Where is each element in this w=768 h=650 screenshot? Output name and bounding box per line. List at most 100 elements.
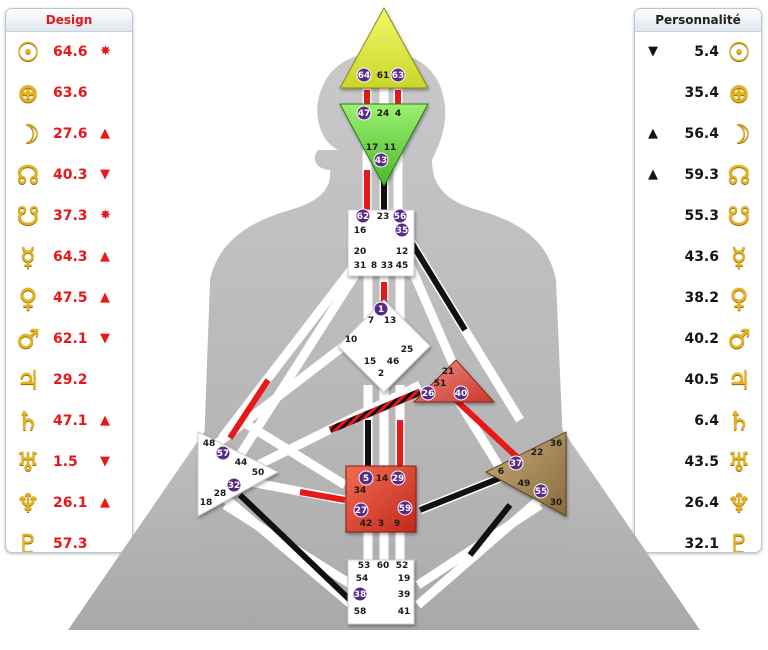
mercury-icon: ☿ [20, 243, 36, 273]
gate-number-4: 4 [395, 109, 401, 119]
gate-number-51: 51 [434, 379, 447, 389]
activation-value: 63.6 [53, 85, 88, 101]
activation-marker: ▲ [100, 413, 110, 428]
gate-number-10: 10 [345, 335, 358, 345]
activation-value: 35.4 [684, 85, 719, 101]
venus-icon: ♀ [729, 284, 749, 314]
gate-number-42: 42 [360, 519, 373, 529]
activation-row: ♇57.3 [6, 528, 132, 552]
activation-value: 55.3 [684, 208, 719, 224]
active-channels [227, 90, 523, 603]
gate-number-53: 53 [358, 561, 371, 571]
activation-value: 40.2 [684, 331, 719, 347]
mars-icon: ♂ [727, 325, 751, 355]
gate-badge [353, 502, 369, 518]
gate-badge [356, 67, 372, 83]
gate-number-11: 11 [384, 143, 397, 153]
activation-row: ☿43.6 [635, 241, 761, 275]
activation-row: ♇ 32.1 [635, 528, 761, 553]
activation-value: 64.6 [53, 44, 88, 60]
activation-value: 26.4 [684, 495, 719, 511]
sun-icon: ☉ [727, 38, 751, 68]
gate-number-17: 17 [366, 143, 379, 153]
gate-number-34: 34 [354, 486, 367, 496]
gate-number-45: 45 [396, 261, 409, 271]
activation-row: ♂ 40.2 [635, 323, 761, 357]
gate-number-43: 43 [375, 156, 388, 166]
activation-row: ♀47.5▲ [6, 282, 132, 316]
gate-number-60: 60 [377, 561, 390, 571]
gate-number-38: 38 [354, 590, 367, 600]
activation-value: 62.1 [53, 331, 88, 347]
moon-icon: ☽ [727, 120, 751, 150]
neptune-icon: ♆ [727, 489, 751, 519]
activation-value: 38.2 [684, 290, 719, 306]
activation-value: 47.1 [53, 413, 88, 429]
north-node-icon: ☊ [727, 161, 751, 191]
activation-row: ♅ 43.5 [635, 446, 761, 480]
activation-value: 26.1 [53, 495, 88, 511]
activation-row: ☊40.3▼ [6, 159, 132, 193]
ajna-center [339, 103, 429, 188]
gate-number-14: 14 [376, 474, 389, 484]
gate-number-58: 58 [354, 607, 367, 617]
activation-value: 43.6 [684, 249, 719, 265]
activation-value: 43.5 [684, 454, 719, 470]
gate-badge [373, 152, 389, 168]
activation-value: 64.3 [53, 249, 88, 265]
gate-badge [390, 470, 406, 486]
gate-number-41: 41 [398, 607, 411, 617]
activation-row: ☽56.4▲ [635, 118, 761, 152]
gate-badge [394, 222, 410, 238]
activation-row: ♅1.5▼ [6, 446, 132, 480]
activation-row: ☉5.4▼ [635, 36, 761, 70]
gate-number-39: 39 [398, 590, 411, 600]
gate-number-31: 31 [354, 261, 367, 271]
gate-number-50: 50 [252, 468, 265, 478]
pluto-icon: ♇ [727, 530, 751, 553]
gate-number-5: 5 [363, 474, 369, 484]
activation-value: 32.1 [684, 536, 719, 552]
gate-number-1: 1 [378, 305, 384, 315]
activation-marker: ▼ [648, 44, 658, 59]
activation-value: 47.5 [53, 290, 88, 306]
activation-marker: ✸ [100, 208, 111, 223]
earth-icon: ⊕ [17, 79, 39, 109]
activation-marker: ▼ [100, 331, 110, 346]
uranus-icon: ♅ [727, 448, 751, 478]
gate-badge [390, 67, 406, 83]
activation-row: ☿64.3▲ [6, 241, 132, 275]
gate-badge [453, 385, 469, 401]
gate-number-2: 2 [378, 369, 384, 379]
activation-value: 56.4 [684, 126, 719, 142]
personality-panel: Personnalité ☉5.4▼⊕35.4☽56.4▲☊59.3▲☋55.3… [634, 8, 762, 553]
gate-badge [508, 455, 524, 471]
gate-number-9: 9 [394, 519, 400, 529]
gate-number-23: 23 [377, 212, 390, 222]
gate-number-18: 18 [200, 498, 213, 508]
activation-value: 1.5 [53, 454, 78, 470]
activation-row: ⊕ 63.6 [6, 77, 132, 111]
activation-value: 6.4 [694, 413, 719, 429]
gate-number-56: 56 [394, 212, 407, 222]
gate-number-13: 13 [384, 316, 397, 326]
gate-number-22: 22 [531, 448, 544, 458]
activation-row: ♄47.1▲ [6, 405, 132, 439]
gate-number-32: 32 [228, 481, 241, 491]
activation-row: ⊕ 35.4 [635, 77, 761, 111]
gate-number-35: 35 [396, 226, 409, 236]
activation-value: 40.5 [684, 372, 719, 388]
earth-icon: ⊕ [728, 79, 750, 109]
activation-row: ☋37.3✸ [6, 200, 132, 234]
uranus-icon: ♅ [16, 448, 40, 478]
activation-value: 57.3 [53, 536, 88, 552]
gate-number-7: 7 [368, 316, 374, 326]
jupiter-icon: ♃ [727, 366, 751, 396]
activation-marker: ▲ [648, 167, 658, 182]
activation-row: ♀ 38.2 [635, 282, 761, 316]
gate-badge [352, 586, 368, 602]
saturn-icon: ♄ [727, 407, 751, 437]
design-panel-title: Design [6, 9, 132, 32]
